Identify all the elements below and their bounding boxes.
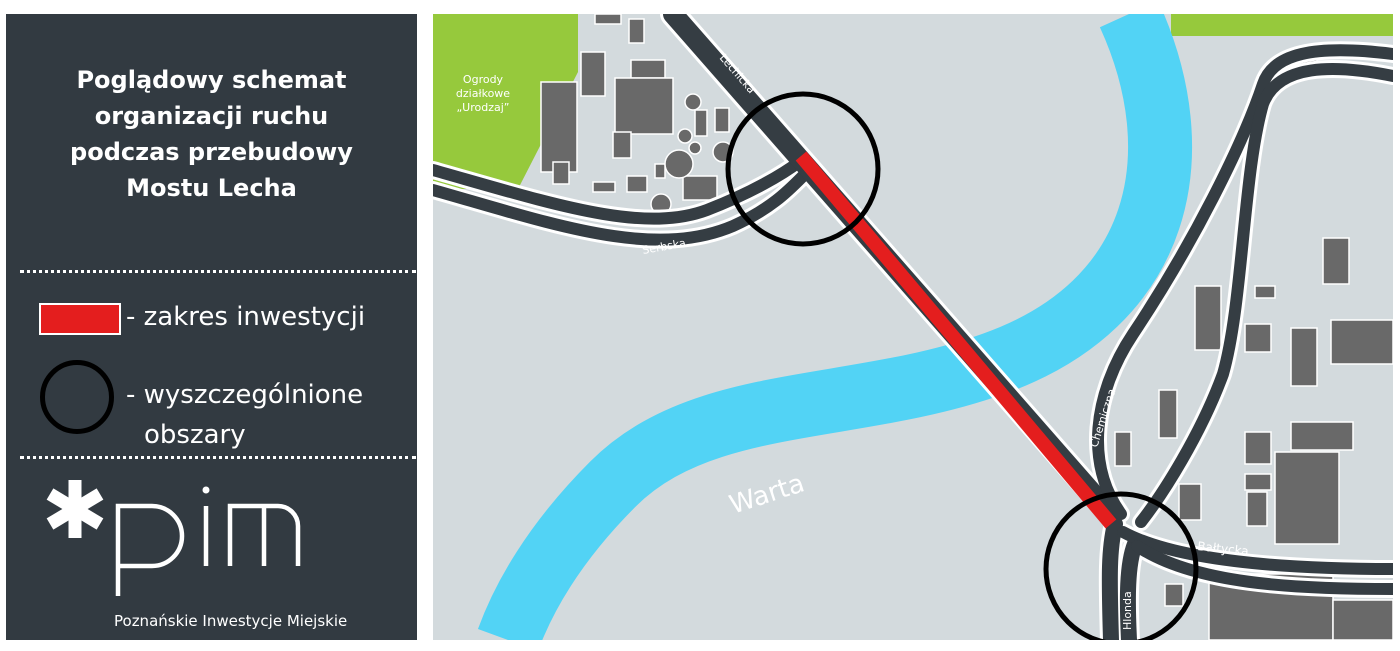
road-hlonda-west bbox=[1101, 516, 1123, 640]
investment-swatch bbox=[39, 303, 121, 335]
road-baltycka-north bbox=[1117, 526, 1393, 575]
road-chemiczna-east bbox=[1135, 63, 1393, 528]
areas-legend-label-line1: - wyszczególnione bbox=[126, 380, 364, 410]
pim-logo-star-icon bbox=[46, 480, 104, 538]
dotted-divider-top bbox=[20, 270, 416, 273]
dotted-divider-bottom bbox=[20, 456, 416, 459]
investment-scope-segment bbox=[795, 151, 1117, 529]
street-label-baltycka: Bałtycka bbox=[1197, 539, 1250, 558]
title-line-1: Poglądowy schemat bbox=[76, 66, 347, 94]
warta-river bbox=[477, 14, 1193, 640]
road-hlonda-east bbox=[1119, 536, 1143, 640]
highlight-circle-south bbox=[1043, 491, 1199, 640]
title-line-3: podczas przebudowy bbox=[70, 138, 353, 166]
legend-panel: Poglądowy schemat organizacji ruchu podc… bbox=[6, 14, 417, 640]
allotments-label-line1: Ogrody bbox=[463, 73, 504, 86]
road-serbska-north bbox=[433, 156, 805, 225]
buildings-west bbox=[540, 14, 734, 215]
investment-legend-label: - zakres inwestycji bbox=[126, 302, 366, 332]
pim-logo-wordmark bbox=[115, 486, 301, 596]
allotment-gardens-area bbox=[433, 14, 578, 189]
title-line-4: Mostu Lecha bbox=[126, 174, 297, 202]
green-area-northeast bbox=[1171, 14, 1393, 36]
page-title: Poglądowy schemat organizacji ruchu podc… bbox=[6, 62, 417, 206]
allotments-label-line3: „Urodzaj” bbox=[456, 101, 509, 114]
areas-legend-label-line2: obszary bbox=[144, 420, 246, 450]
title-line-2: organizacji ruchu bbox=[94, 102, 329, 130]
pim-logo-subtitle: Poznańskie Inwestycje Miejskie bbox=[114, 612, 348, 630]
allotments-label-line2: działkowe bbox=[456, 87, 510, 100]
road-baltycka-south bbox=[1131, 540, 1393, 595]
highlight-circle-north bbox=[725, 91, 881, 247]
road-chemiczna-west bbox=[1092, 44, 1393, 520]
area-circle-symbol bbox=[40, 360, 114, 434]
traffic-map: Ogrody działkowe „Urodzaj” Lechicka Serb… bbox=[433, 14, 1393, 640]
street-label-hlonda: Hlonda bbox=[1121, 591, 1134, 630]
road-serbska-south bbox=[433, 168, 811, 246]
